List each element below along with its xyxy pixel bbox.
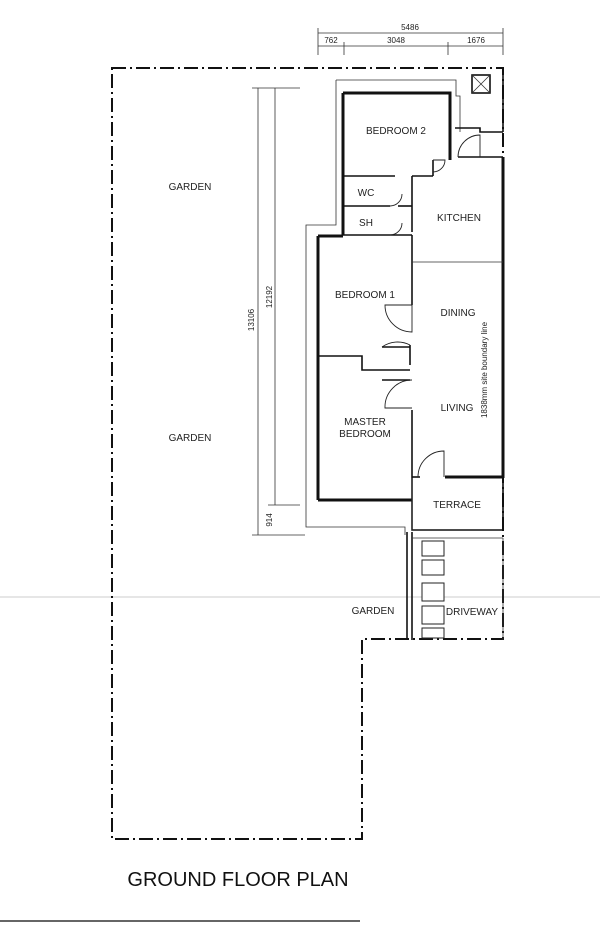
dim-seg-2: 3048 [387, 36, 405, 45]
plan-title: GROUND FLOOR PLAN [127, 869, 348, 891]
dim-setback: 914 [265, 513, 274, 527]
side-dimensions [252, 87, 305, 536]
house-setback-line [305, 79, 461, 535]
label-sh: SH [359, 218, 373, 229]
house-walls [316, 68, 505, 640]
label-kitchen: KITCHEN [437, 213, 481, 224]
label-living: LIVING [441, 403, 474, 414]
label-bedroom-1: BEDROOM 1 [335, 290, 395, 301]
driveway-steps [421, 540, 445, 639]
top-dimensions [317, 28, 504, 55]
label-master-line-2: BEDROOM [339, 429, 391, 440]
label-dining: DINING [441, 308, 476, 319]
label-bedroom-2: BEDROOM 2 [366, 126, 426, 137]
dim-total-depth: 13106 [247, 308, 256, 331]
dim-seg-3: 1676 [467, 36, 485, 45]
label-terrace: TERRACE [433, 500, 481, 511]
label-garden-bottom: GARDEN [352, 606, 395, 617]
chimney-box [471, 74, 491, 94]
dim-seg-1: 762 [324, 36, 338, 45]
door-swings [381, 134, 481, 478]
label-wc: WC [358, 188, 375, 199]
dim-house-depth: 12192 [265, 285, 274, 308]
label-garden-middle: GARDEN [169, 433, 212, 444]
label-master-line-1: MASTER [344, 417, 386, 428]
boundary-note: 1838mm site boundary line [480, 321, 489, 418]
dim-total-width: 5486 [401, 23, 419, 32]
label-garden-top: GARDEN [169, 182, 212, 193]
label-driveway: DRIVEWAY [446, 607, 499, 618]
